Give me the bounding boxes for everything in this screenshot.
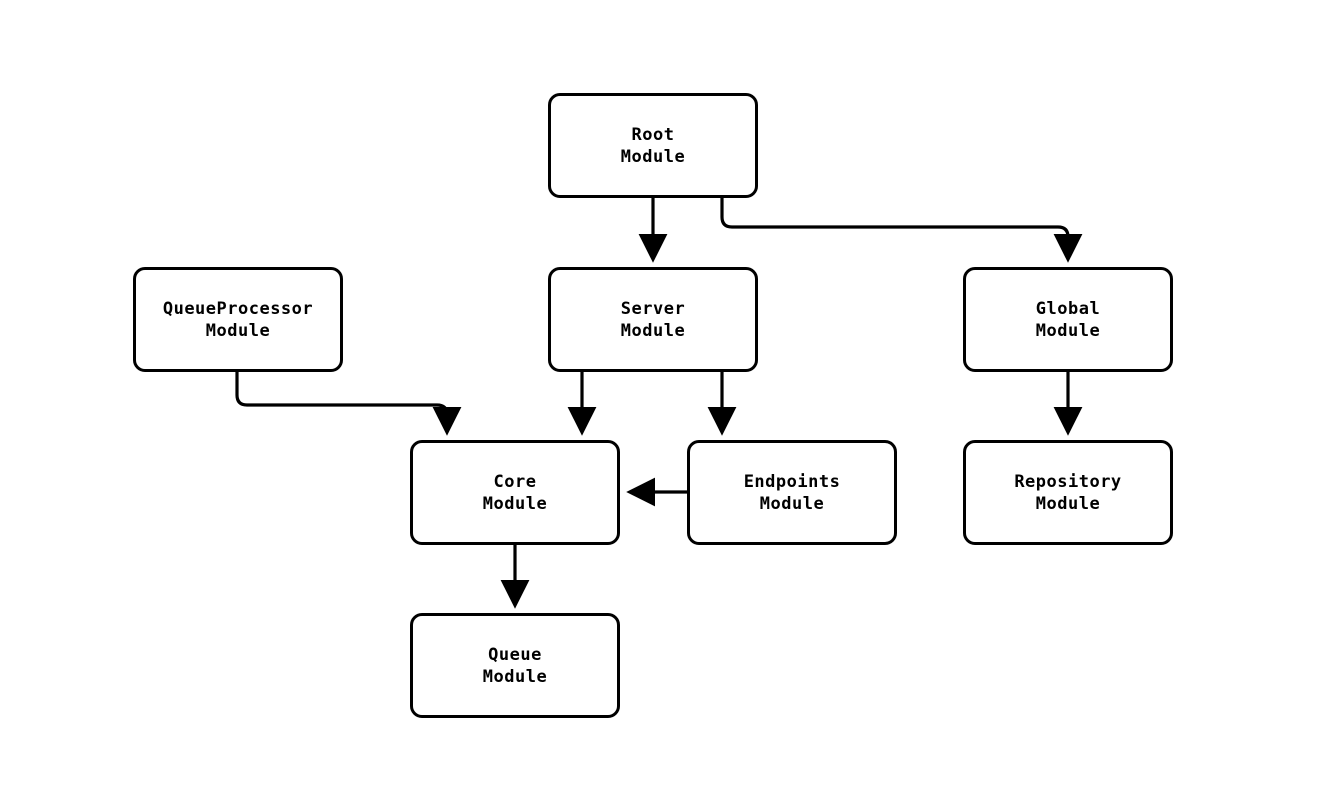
edge-root-global bbox=[720, 198, 1083, 263]
node-queue-module-line2: Module bbox=[482, 666, 548, 687]
node-queue-module[interactable]: Queue Module bbox=[410, 613, 620, 718]
node-queueprocessor-module-line1: QueueProcessor bbox=[162, 298, 314, 319]
node-endpoints-module-line2: Module bbox=[759, 493, 825, 514]
node-queueprocessor-module[interactable]: QueueProcessor Module bbox=[133, 267, 343, 372]
node-core-module[interactable]: Core Module bbox=[410, 440, 620, 545]
node-root-module-line2: Module bbox=[620, 146, 686, 167]
node-repository-module-line2: Module bbox=[1035, 493, 1101, 514]
node-global-module[interactable]: Global Module bbox=[963, 267, 1173, 372]
node-global-module-line1: Global bbox=[1035, 298, 1101, 319]
node-repository-module-line1: Repository bbox=[1014, 471, 1122, 492]
node-global-module-line2: Module bbox=[1035, 320, 1101, 341]
node-repository-module[interactable]: Repository Module bbox=[963, 440, 1173, 545]
node-queueprocessor-module-line2: Module bbox=[205, 320, 271, 341]
node-core-module-line2: Module bbox=[482, 493, 548, 514]
node-root-module-line1: Root bbox=[631, 124, 675, 145]
node-queue-module-line1: Queue bbox=[488, 644, 542, 665]
edge-queueprocessor-core bbox=[235, 372, 462, 436]
node-server-module[interactable]: Server Module bbox=[548, 267, 758, 372]
node-server-module-line1: Server bbox=[620, 298, 686, 319]
node-server-module-line2: Module bbox=[620, 320, 686, 341]
node-endpoints-module[interactable]: Endpoints Module bbox=[687, 440, 897, 545]
node-endpoints-module-line1: Endpoints bbox=[743, 471, 841, 492]
node-core-module-line1: Core bbox=[493, 471, 537, 492]
node-root-module[interactable]: Root Module bbox=[548, 93, 758, 198]
